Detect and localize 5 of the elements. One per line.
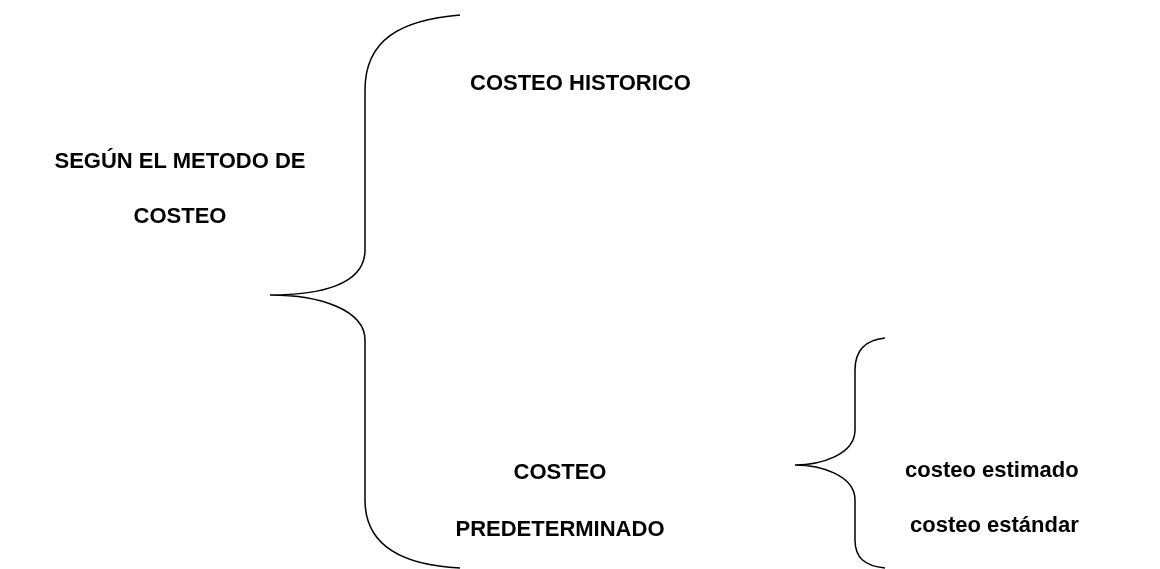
category-label: COSTEO HISTORICO [470, 69, 692, 97]
subcategory-label: costeo estándar [910, 511, 1080, 539]
subcategory-label: costeo estimado [905, 456, 1080, 484]
category-label: COSTEO PREDETERMINADO [454, 458, 666, 543]
heading-label: SEGÚN EL METODO DE COSTEO [53, 147, 307, 230]
